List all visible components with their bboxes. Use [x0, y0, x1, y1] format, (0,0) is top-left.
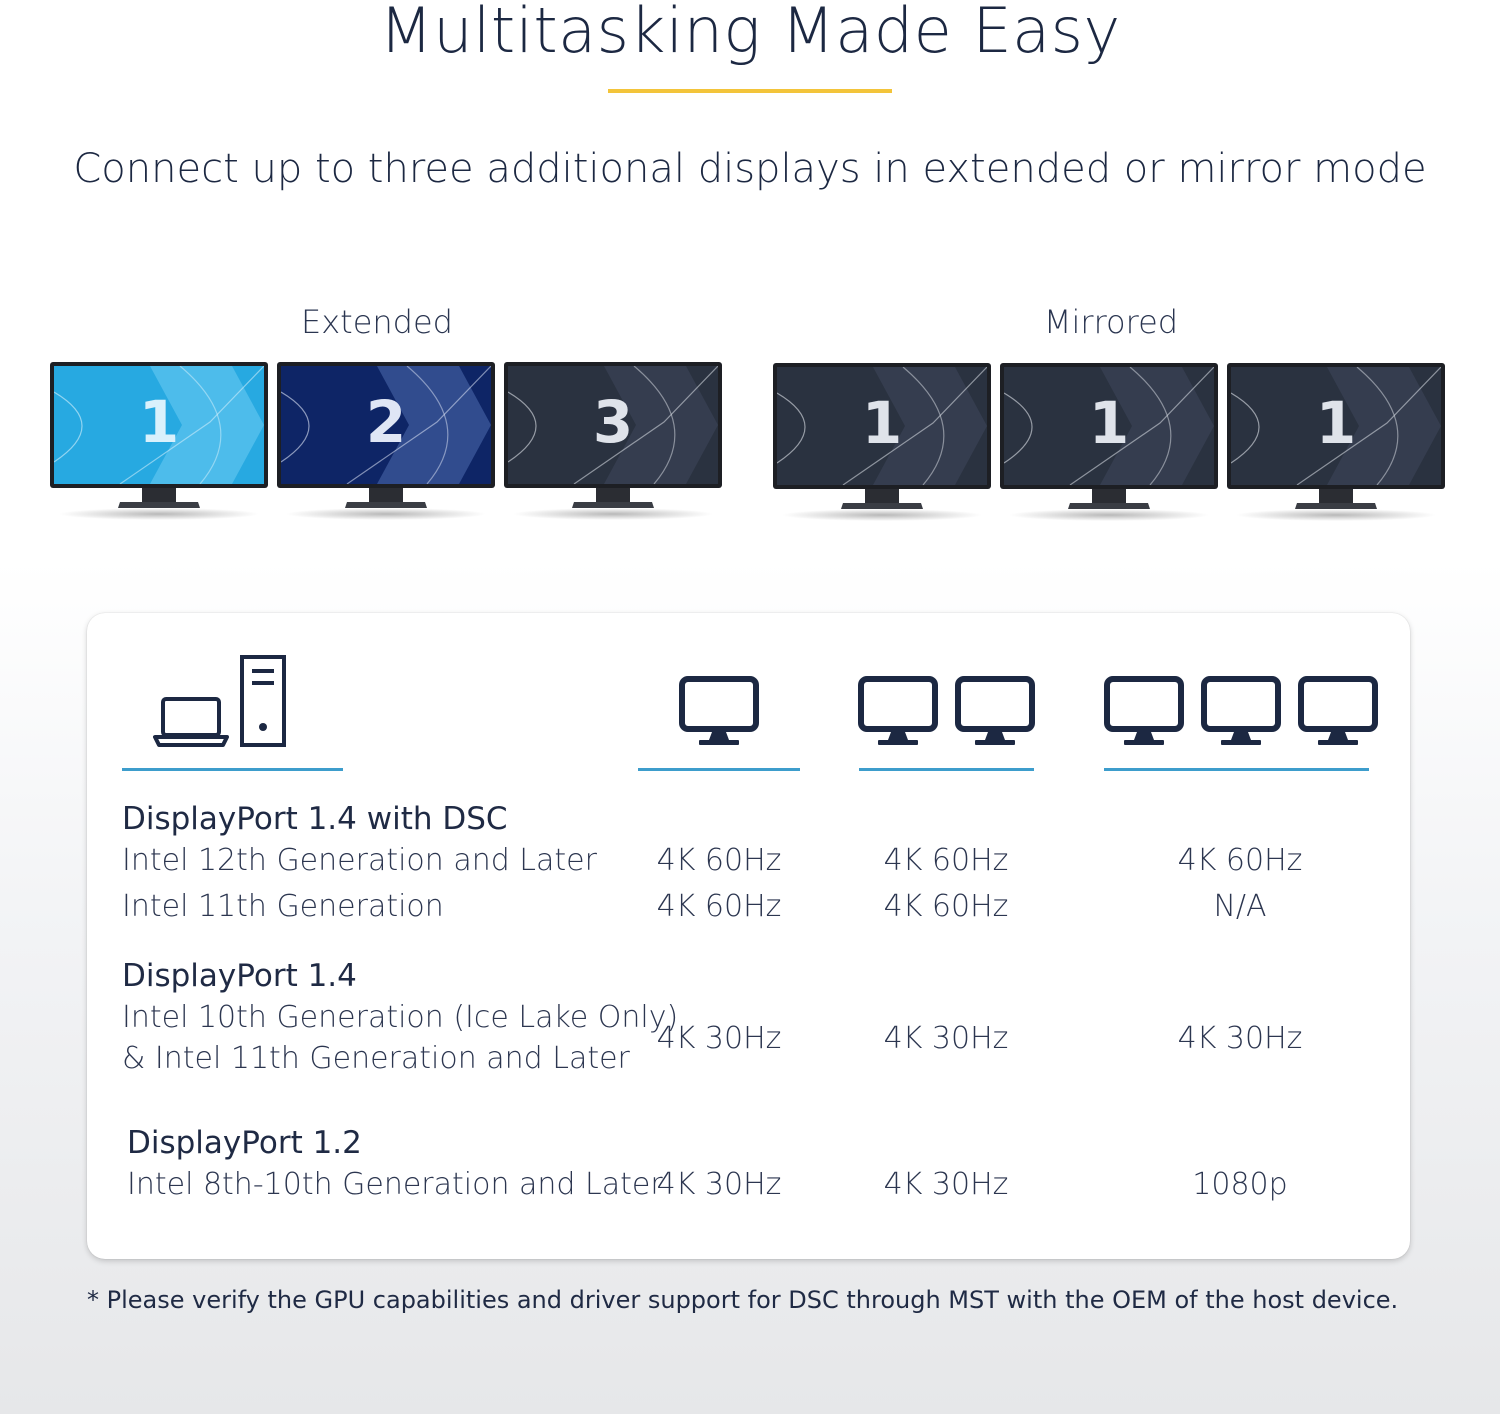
triple-monitor-icon-c: [1298, 676, 1378, 748]
cell-dual: 4K 60Hz: [883, 843, 1009, 878]
cell-dual: 4K 30Hz: [883, 1167, 1009, 1202]
cell-dual: 4K 60Hz: [883, 889, 1009, 924]
row-label: Intel 11th Generation: [122, 889, 444, 924]
cell-triple: 4K 60Hz: [1177, 843, 1303, 878]
extended-monitor-3: 3: [504, 362, 722, 522]
page-subtitle: Connect up to three additional displays …: [73, 146, 1427, 192]
host-column-rule: [122, 768, 343, 771]
screen-number: 1: [138, 388, 180, 456]
cell-triple: 4K 30Hz: [1177, 1021, 1303, 1056]
triple-monitor-icon-b: [1201, 676, 1281, 748]
mirrored-monitor-2: 1: [1000, 363, 1218, 523]
group-heading-dp14-dsc: DisplayPort 1.4 with DSC: [122, 801, 508, 837]
cell-single: 4K 30Hz: [656, 1021, 782, 1056]
triple-column-rule: [1104, 768, 1369, 771]
row-label-line-1: Intel 10th Generation (Ice Lake Only): [122, 1000, 679, 1035]
cell-single: 4K 60Hz: [656, 843, 782, 878]
extended-label: Extended: [301, 303, 453, 341]
cell-triple: 1080p: [1192, 1167, 1288, 1202]
screen-number: 2: [365, 388, 407, 456]
screen-number: 1: [1088, 389, 1130, 457]
page-title: Multitasking Made Easy: [379, 0, 1121, 67]
extended-monitor-2: 2: [277, 362, 495, 522]
single-column-rule: [638, 768, 800, 771]
cell-dual: 4K 30Hz: [883, 1021, 1009, 1056]
screen-number: 3: [592, 388, 634, 456]
compatibility-table: DisplayPort 1.4 with DSC Intel 12th Gene…: [87, 613, 1410, 1259]
dual-column-rule: [859, 768, 1034, 771]
desktop-tower-icon: [240, 655, 286, 747]
mirrored-label: Mirrored: [1043, 303, 1179, 341]
cell-single: 4K 30Hz: [656, 1167, 782, 1202]
row-label: Intel 12th Generation and Later: [122, 843, 597, 878]
extended-monitor-1: 1: [50, 362, 268, 522]
row-label-line-2: & Intel 11th Generation and Later: [122, 1041, 630, 1076]
dual-monitor-icon-a: [858, 676, 938, 748]
footnote: * Please verify the GPU capabilities and…: [87, 1286, 1399, 1314]
single-monitor-icon: [679, 676, 759, 748]
screen-number: 1: [1315, 389, 1357, 457]
mirrored-monitor-3: 1: [1227, 363, 1445, 523]
triple-monitor-icon-a: [1104, 676, 1184, 748]
row-label: Intel 8th-10th Generation and Later: [127, 1167, 663, 1202]
cell-triple: N/A: [1213, 889, 1267, 924]
screen-number: 1: [861, 389, 903, 457]
cell-single: 4K 60Hz: [656, 889, 782, 924]
dual-monitor-icon-b: [955, 676, 1035, 748]
mirrored-monitor-1: 1: [773, 363, 991, 523]
group-heading-dp12: DisplayPort 1.2: [127, 1125, 362, 1161]
laptop-icon: [153, 697, 229, 747]
group-heading-dp14: DisplayPort 1.4: [122, 958, 357, 994]
title-underline: [608, 89, 892, 93]
